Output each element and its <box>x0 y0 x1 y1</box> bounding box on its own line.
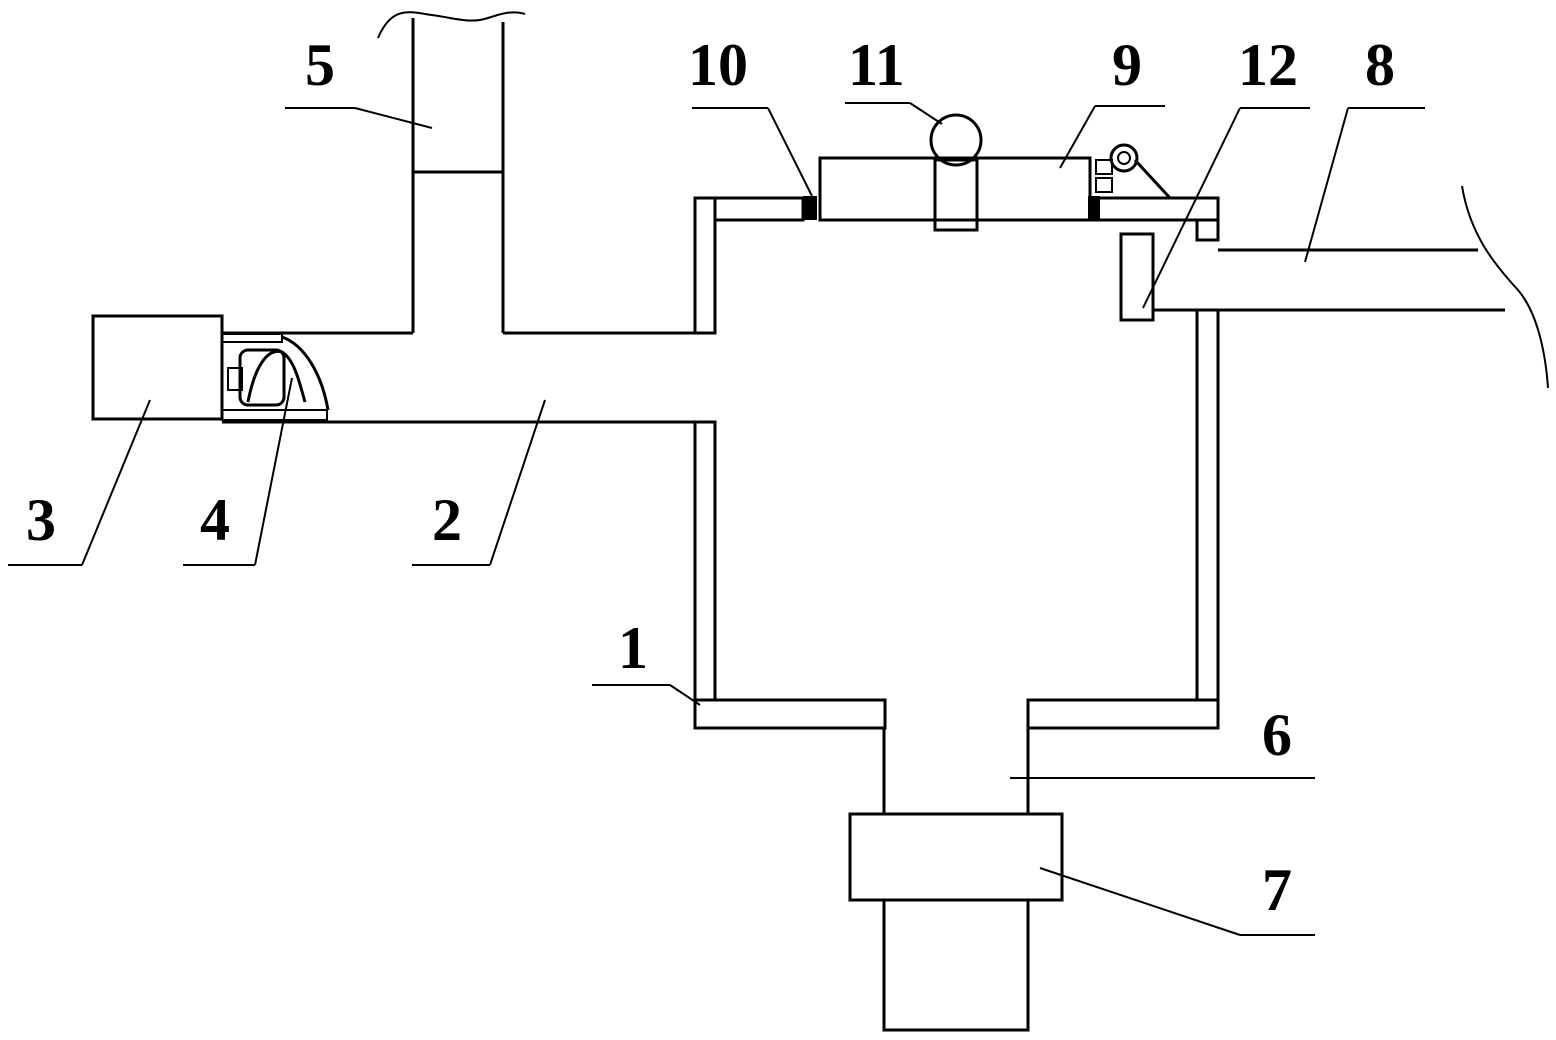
label-6: 6 <box>1262 702 1292 768</box>
label-4: 4 <box>200 487 230 553</box>
label-5: 5 <box>305 32 335 98</box>
seal-left <box>803 196 817 220</box>
label-8: 8 <box>1365 32 1395 98</box>
label-12: 12 <box>1238 32 1298 98</box>
top-wall-right <box>1088 196 1220 222</box>
top-wall-left <box>713 196 805 222</box>
outlet-pipe <box>1119 185 1549 389</box>
label-9: 9 <box>1112 32 1142 98</box>
bottom-outlet <box>848 728 1064 1032</box>
label-2: 2 <box>432 487 462 553</box>
component-4 <box>221 333 330 421</box>
component-box-3 <box>91 314 224 421</box>
bottom-wall-right <box>1026 698 1220 730</box>
component-9 <box>818 113 1172 232</box>
label-10: 10 <box>688 32 748 98</box>
leader-lines <box>8 102 1425 936</box>
right-wall-lower <box>1195 308 1220 702</box>
labels: 1 2 3 4 5 6 7 8 9 10 11 12 <box>26 32 1395 923</box>
label-3: 3 <box>26 487 56 553</box>
chamber-walls <box>693 196 1220 730</box>
left-wall-lower <box>693 420 717 702</box>
label-7: 7 <box>1262 857 1292 923</box>
vertical-pipe <box>377 11 526 333</box>
label-1: 1 <box>618 615 648 681</box>
inlet-pipe <box>222 331 695 424</box>
right-wall-upper <box>1195 218 1220 242</box>
left-wall-upper <box>693 196 717 335</box>
bottom-wall-left <box>693 698 887 730</box>
label-11: 11 <box>848 32 905 98</box>
